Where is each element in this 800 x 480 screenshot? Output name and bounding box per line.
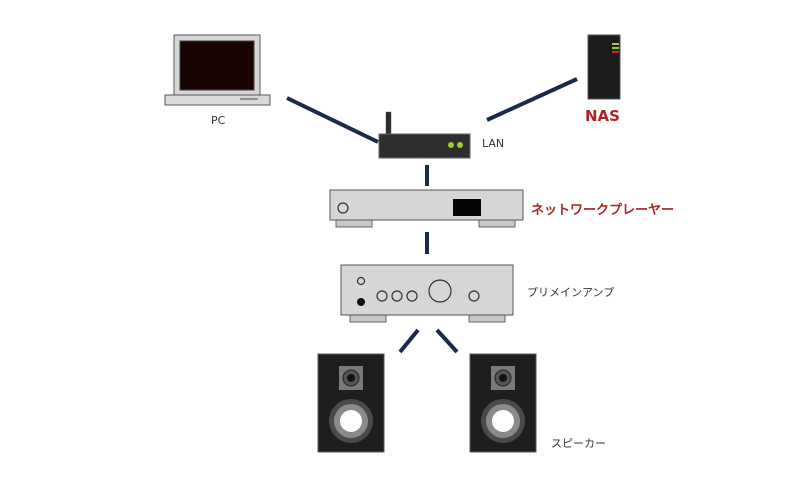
speaker-right — [469, 353, 537, 453]
player-display — [453, 199, 481, 216]
cable-amp-speaker-right — [435, 328, 459, 354]
speaker-left — [317, 353, 385, 453]
nas-tower — [587, 34, 621, 100]
player-power-button — [337, 202, 349, 214]
cable-pc-router — [286, 96, 379, 144]
lan-router — [378, 111, 471, 159]
router-led-1 — [448, 142, 454, 148]
pc-label: PC — [211, 114, 226, 127]
network-player-label: ネットワークプレーヤー — [531, 203, 675, 218]
amplifier-label: プリメインアンプ — [527, 286, 615, 299]
pc-laptop — [164, 34, 271, 106]
nas-label: NAS — [585, 107, 620, 125]
cable-nas-router — [486, 77, 578, 122]
integrated-amplifier — [340, 264, 514, 323]
router-label: LAN — [482, 137, 505, 150]
amp-volume-knob — [428, 279, 452, 303]
speakers-label: スピーカー — [551, 437, 606, 450]
network-player — [329, 189, 524, 228]
cables — [286, 77, 578, 354]
router-led-2 — [457, 142, 463, 148]
cable-amp-speaker-left — [398, 328, 420, 354]
